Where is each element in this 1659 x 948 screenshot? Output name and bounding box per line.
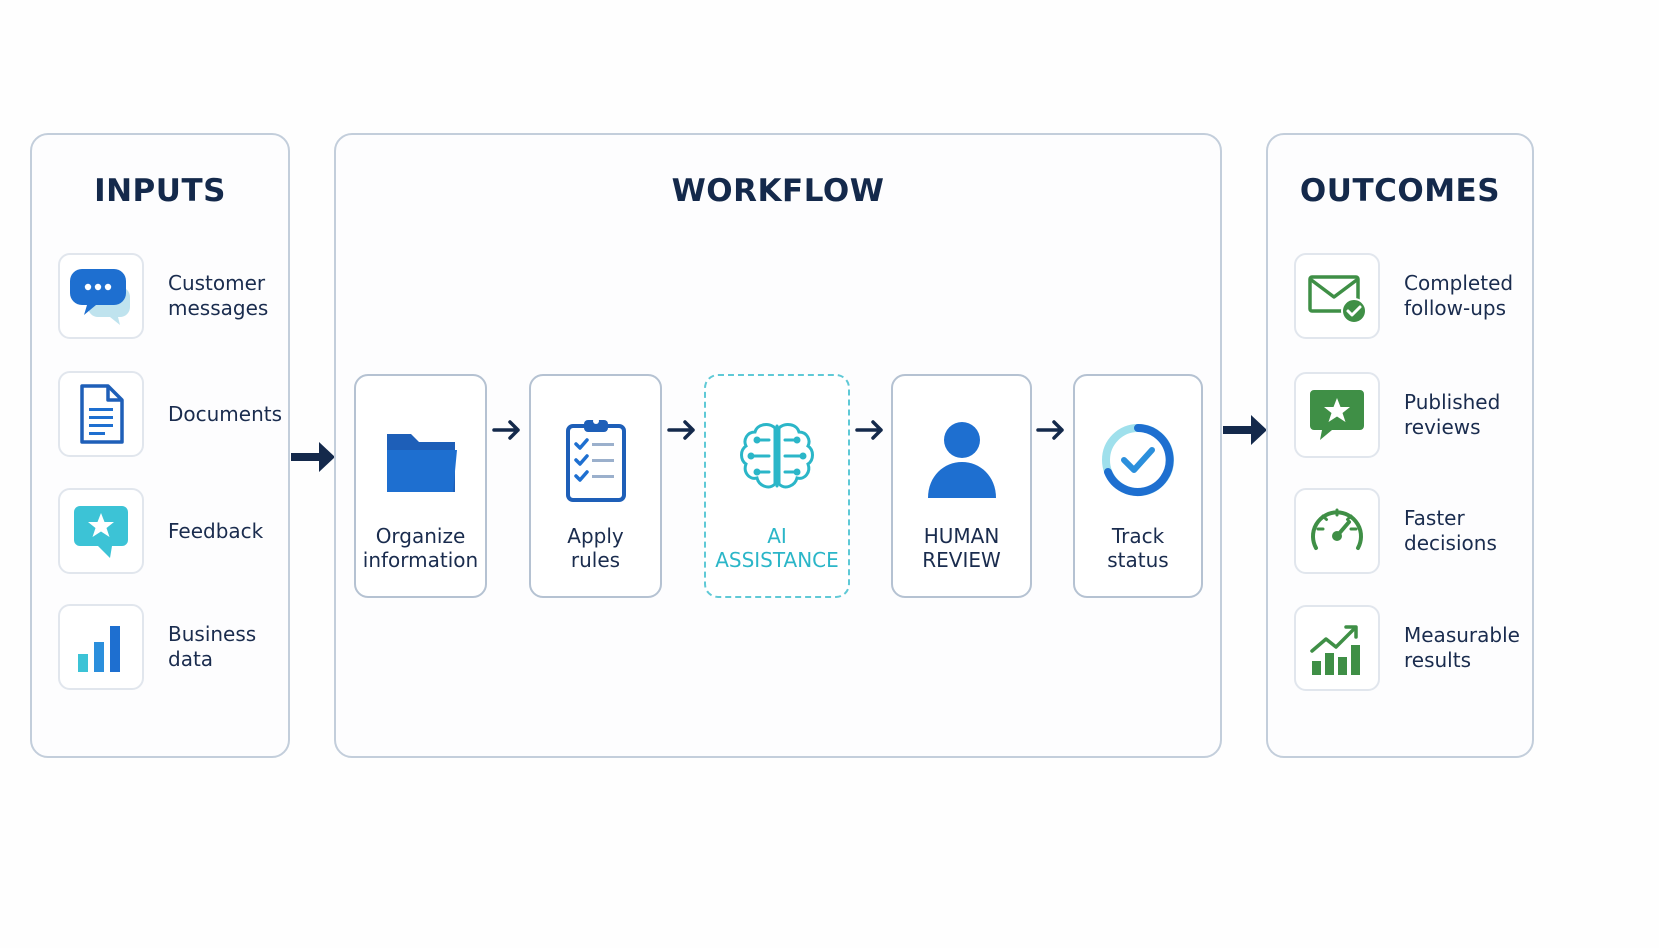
document-icon bbox=[58, 371, 144, 457]
arrow-right-icon bbox=[1223, 415, 1267, 445]
arrow-right-icon bbox=[291, 442, 335, 472]
chat-bubble-icon bbox=[58, 253, 144, 339]
arrow-right-icon bbox=[1036, 420, 1064, 440]
input-label: Feedback bbox=[168, 518, 264, 543]
check-circle-icon bbox=[1102, 424, 1174, 496]
input-item-documents: Documents bbox=[58, 369, 308, 459]
arrow-right-icon bbox=[855, 420, 883, 440]
envelope-check-icon bbox=[1294, 253, 1380, 339]
ai-brain-icon bbox=[740, 423, 814, 489]
speedometer-icon bbox=[1294, 488, 1380, 574]
bar-chart-icon bbox=[58, 604, 144, 690]
input-item-feedback: Feedback bbox=[58, 486, 308, 576]
outcomes-title: OUTCOMES bbox=[1299, 173, 1501, 209]
arrow-right-icon bbox=[492, 420, 520, 440]
star-review-icon bbox=[1294, 372, 1380, 458]
input-label: Documents bbox=[168, 401, 283, 426]
clipboard-checklist-icon bbox=[565, 418, 626, 502]
folder-icon bbox=[386, 434, 457, 492]
workflow-title: WORKFLOW bbox=[671, 173, 885, 209]
person-icon bbox=[927, 422, 996, 498]
inputs-title: INPUTS bbox=[94, 173, 226, 209]
star-feedback-icon bbox=[58, 488, 144, 574]
arrow-right-icon bbox=[667, 420, 695, 440]
growth-chart-icon bbox=[1294, 605, 1380, 691]
